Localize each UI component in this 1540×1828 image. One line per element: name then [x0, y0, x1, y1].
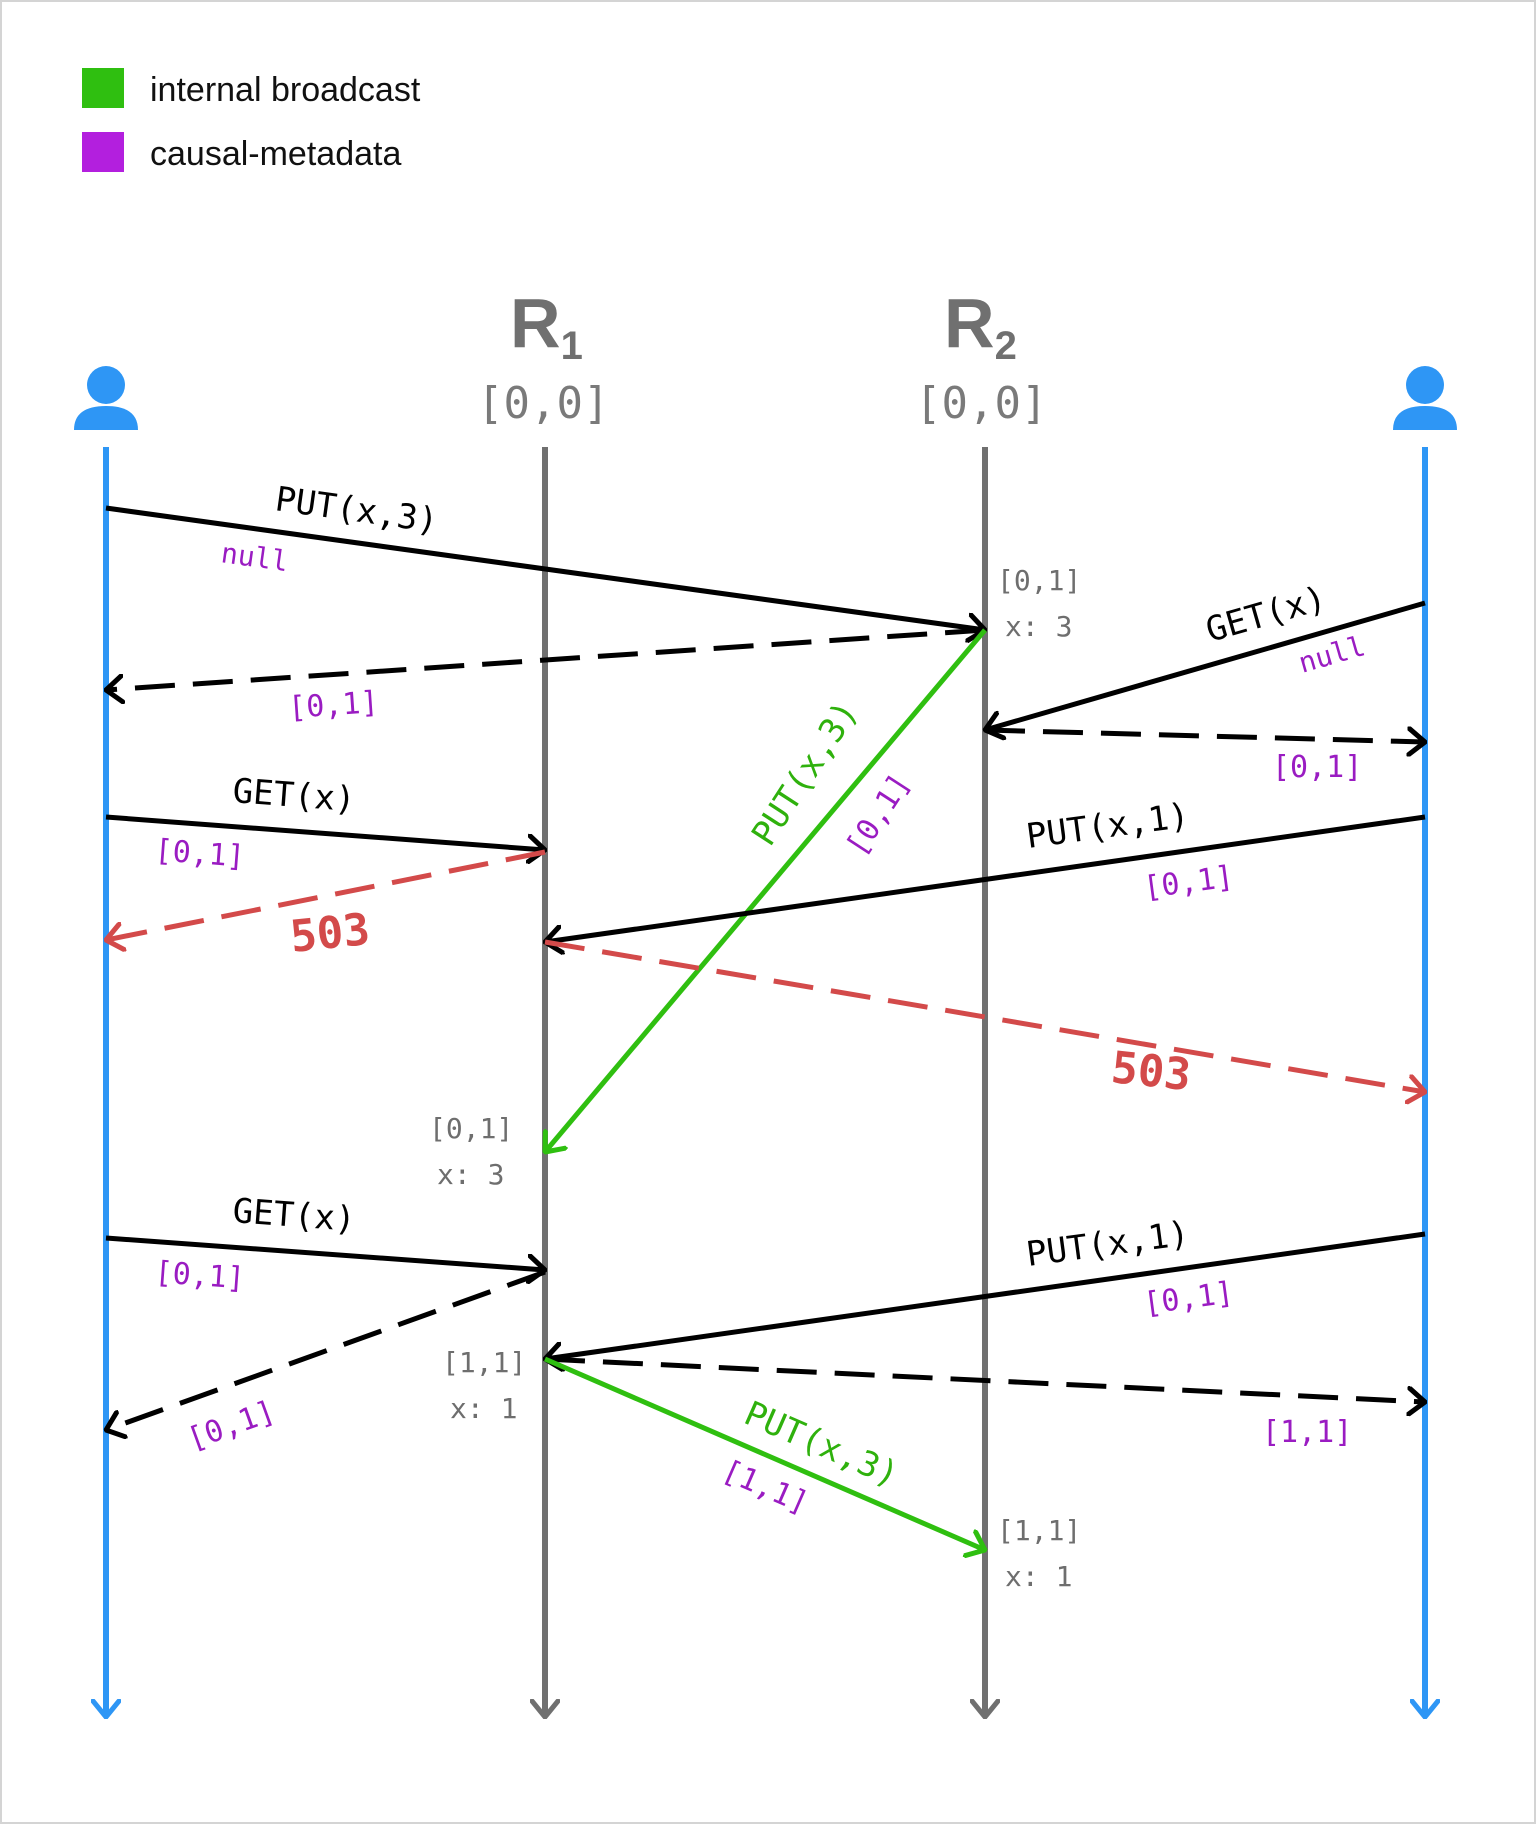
reply-arrow-put-x1-b	[544, 1356, 1425, 1402]
message-arrow-get-x-left-2	[105, 1235, 545, 1270]
broadcast-meta-put-x3-b: [1,1]	[717, 1453, 814, 1521]
legend-swatch-metadata	[82, 132, 124, 172]
state-clock-r1-a: [0,1]	[429, 1112, 513, 1145]
error-arrow-503-left	[106, 849, 546, 940]
message-arrow-put-x1-a	[545, 814, 1426, 942]
message-meta-put-x1-a: [0,1]	[1141, 859, 1235, 906]
reply-meta-put-x3: [0,1]	[287, 685, 379, 726]
broadcast-arrow-put-x3	[545, 628, 987, 1152]
message-label-put-x3: PUT(x,3)	[273, 479, 441, 541]
state-clock-r2-a: [0,1]	[997, 564, 1081, 597]
error-label-503-left: 503	[288, 904, 372, 963]
message-meta-put-x1-b: [0,1]	[1141, 1275, 1235, 1322]
reply-arrow-put-x3	[106, 627, 986, 690]
replica-clock-r1: [0,0]	[477, 378, 609, 429]
user-icon	[74, 366, 138, 430]
state-value-r1-a: x: 3	[437, 1158, 504, 1191]
message-meta-get-x-left: [0,1]	[153, 833, 246, 875]
replica-subscript-r1: 1	[561, 324, 583, 368]
message-meta-get-x-left-2: [0,1]	[153, 1255, 246, 1297]
message-arrow-put-x3	[105, 505, 985, 630]
reply-meta-put-x1-b: [1,1]	[1262, 1415, 1352, 1450]
message-label-get-x-left-2: GET(x)	[231, 1191, 356, 1240]
error-arrow-503-right	[544, 939, 1425, 1092]
broadcast-arrow-put-x3-b	[544, 1356, 985, 1550]
legend-label-metadata: causal-metadata	[150, 135, 401, 173]
replica-header-r2: R2 [0,0]	[915, 284, 1047, 429]
message-arrow-get-x-right	[985, 600, 1426, 730]
error-label-503-right: 503	[1109, 1042, 1193, 1101]
state-clock-r1-b: [1,1]	[442, 1346, 526, 1379]
state-clock-r2-b: [1,1]	[997, 1514, 1081, 1547]
state-value-r1-b: x: 1	[450, 1392, 517, 1425]
replica-subscript-r2: 2	[995, 324, 1017, 368]
reply-arrow-get-x-left-2	[106, 1269, 546, 1430]
message-arrow-put-x1-b	[545, 1231, 1426, 1359]
replica-name-r1: R	[510, 284, 561, 362]
reply-meta-get-x-left-2: [0,1]	[183, 1394, 280, 1458]
message-meta-put-x3: null	[219, 536, 290, 578]
state-value-r2-b: x: 1	[1005, 1560, 1072, 1593]
message-label-get-x-left: GET(x)	[231, 771, 356, 820]
user-icon	[1393, 366, 1457, 430]
reply-meta-get-x-right: [0,1]	[1272, 750, 1362, 785]
legend-swatch-broadcast	[82, 68, 124, 108]
broadcast-meta-put-x3: [0,1]	[839, 768, 918, 863]
message-label-put-x1-b: PUT(x,1)	[1024, 1214, 1192, 1275]
message-arrow-get-x-left	[105, 814, 545, 850]
message-label-get-x-right: GET(x)	[1201, 578, 1330, 650]
replica-clock-r2: [0,0]	[915, 378, 1047, 429]
state-value-r2-a: x: 3	[1005, 610, 1072, 643]
message-label-put-x1-a: PUT(x,1)	[1024, 796, 1192, 857]
replica-name-r2: R	[944, 284, 995, 362]
legend-label-broadcast: internal broadcast	[150, 71, 421, 109]
reply-arrow-get-x-right	[984, 730, 1425, 742]
svg-text:R1: R1	[510, 284, 583, 368]
svg-text:R2: R2	[944, 284, 1017, 368]
replica-header-r1: R1 [0,0]	[477, 284, 609, 429]
legend: internal broadcast causal-metadata	[82, 68, 421, 173]
